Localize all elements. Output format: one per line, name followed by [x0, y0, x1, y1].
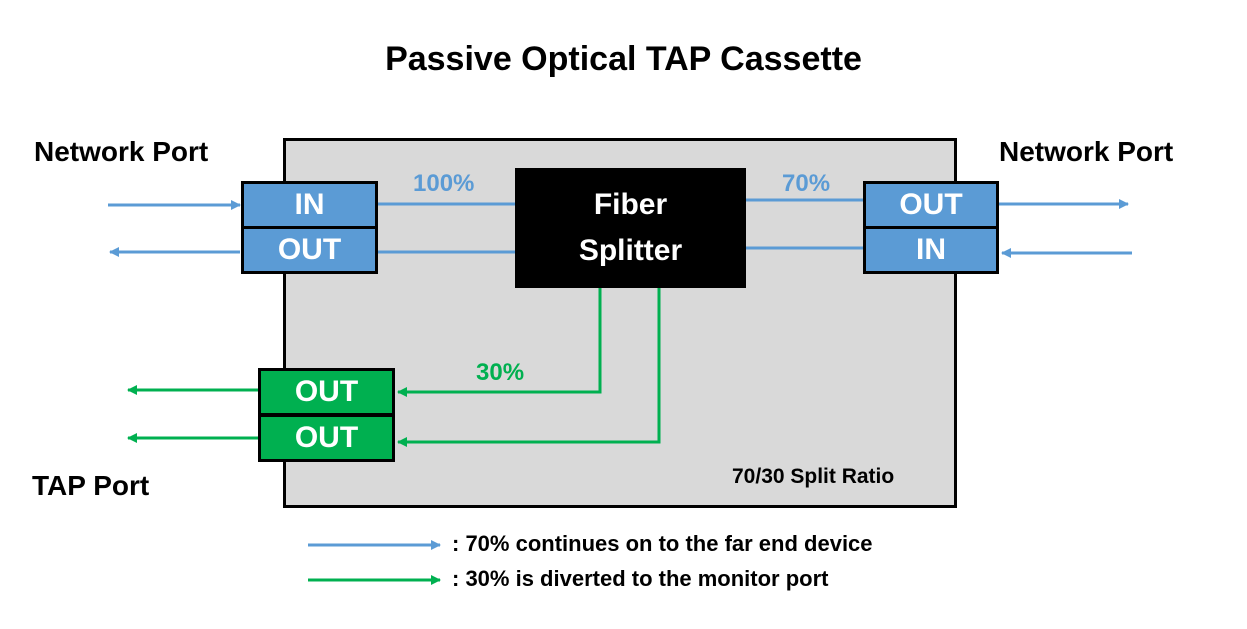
tap-line-2 [397, 288, 661, 447]
tap-port-label: TAP Port [32, 470, 150, 501]
left-in-port: IN [241, 181, 378, 229]
pct-out-label: 70% [782, 170, 831, 197]
tap-line-1 [397, 288, 602, 397]
left-network-port-label: Network Port [34, 136, 209, 167]
fiber-splitter: Fiber Splitter [515, 168, 746, 288]
right-network-port-label: Network Port [999, 136, 1174, 167]
splitter-label-line1: Fiber [593, 188, 668, 221]
right-out-port: OUT [863, 181, 999, 229]
tap-out-port-2: OUT [258, 414, 395, 462]
pct-in-label: 100% [413, 170, 475, 197]
legend-green-text: : 30% is diverted to the monitor port [452, 566, 829, 591]
right-in-port: IN [863, 226, 999, 274]
legend-blue-text: : 70% continues on to the far end device [452, 531, 873, 556]
pct-tap-label: 30% [476, 359, 525, 386]
left-out-port: OUT [241, 226, 378, 274]
tap-out-port-1: OUT [258, 368, 395, 416]
splitter-label-line2: Splitter [578, 234, 683, 267]
split-ratio-label: 70/30 Split Ratio [732, 465, 895, 488]
diagram-title: Passive Optical TAP Cassette [385, 40, 862, 78]
